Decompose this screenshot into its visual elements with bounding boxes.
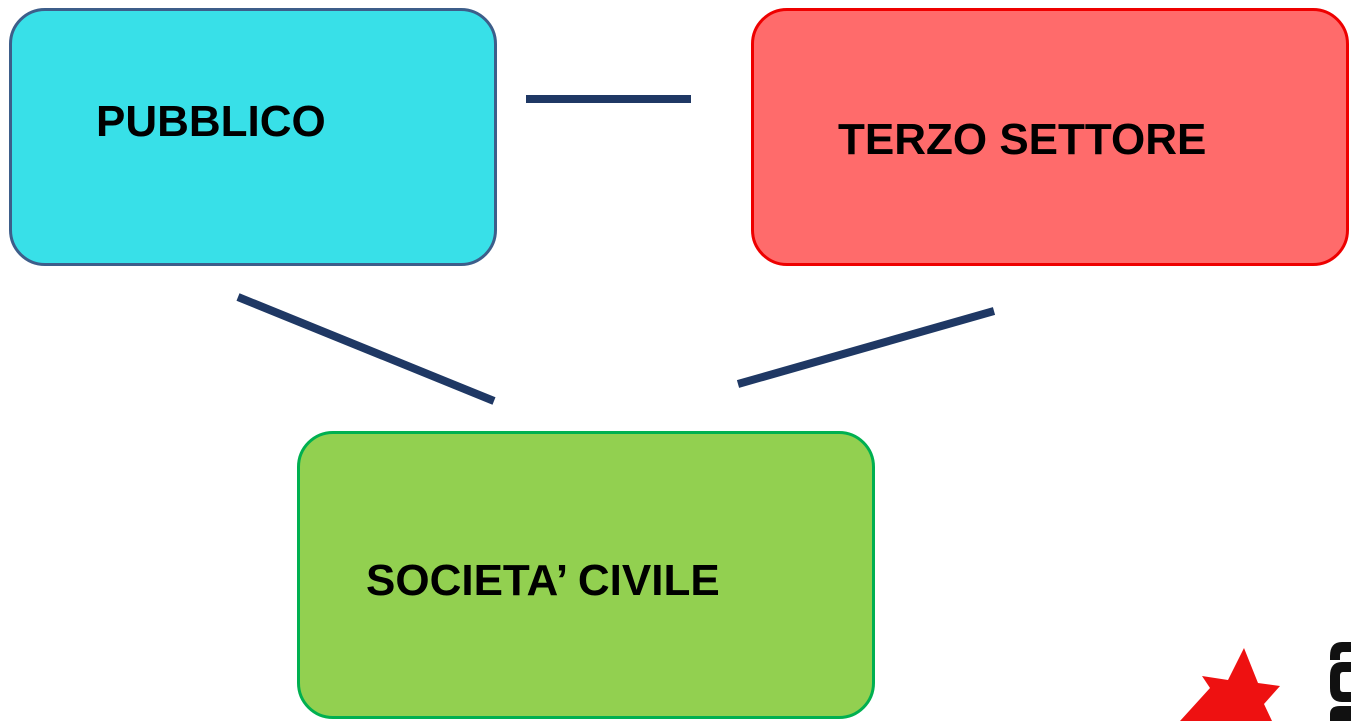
node-societa-civile-label: SOCIETA’ CIVILE (366, 556, 720, 605)
edge-terzo-settore-societa-civile (736, 307, 996, 388)
node-terzo-settore: TERZO SETTORE (751, 8, 1349, 266)
node-terzo-settore-label: TERZO SETTORE (838, 115, 1207, 164)
node-pubblico-label: PUBBLICO (96, 97, 326, 146)
node-pubblico: PUBBLICO (9, 8, 497, 266)
edge-pubblico-societa-civile (236, 293, 496, 405)
node-societa-civile: SOCIETA’ CIVILE (297, 431, 875, 719)
partial-logo-icon (1180, 628, 1351, 721)
